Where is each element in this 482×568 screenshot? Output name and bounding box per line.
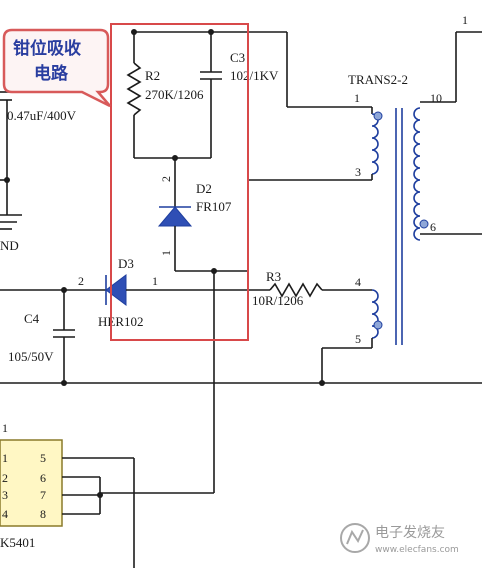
c3-value: 102/1KV (230, 68, 279, 83)
ic-pin-r7: 7 (40, 488, 46, 502)
transformer-pin5: 5 (355, 332, 361, 346)
capacitor-c4: C4 105/50V (8, 290, 75, 386)
c4-value: 105/50V (8, 349, 54, 364)
ground-label: ND (0, 238, 19, 253)
d2-ref: D2 (196, 181, 212, 196)
ic-k5401: 1 1 2 3 4 5 6 7 8 K5401 (0, 421, 135, 568)
ic-pin-l2: 2 (2, 471, 8, 485)
d2-pin-top: 2 (159, 176, 173, 182)
resistor-r2: R2 270K/1206 (126, 32, 211, 159)
top-right-pin: 1 (462, 13, 468, 27)
transformer-trans2-2: TRANS2-2 1 3 4 5 6 10 1 (348, 13, 482, 348)
transformer-pin3: 3 (355, 165, 361, 179)
callout-line1: 钳位吸收 (13, 38, 81, 59)
capacitor-c3: C3 102/1KV (200, 32, 279, 158)
transformer-pin4: 4 (355, 275, 361, 289)
watermark: 电子发烧友 www.elecfans.com (340, 523, 459, 555)
left-capacitor: 0.47uF/400V (0, 91, 77, 215)
ic-pin-l3: 3 (2, 488, 8, 502)
d3-pin-left: 2 (78, 274, 84, 288)
r3-value: 10R/1206 (252, 293, 304, 308)
drain-wire (100, 271, 215, 494)
ic-name: K5401 (0, 535, 35, 550)
callout-bubble: 钳位吸收 电路 (2, 28, 111, 108)
transformer-ref: TRANS2-2 (348, 72, 408, 87)
transformer-pin10: 10 (430, 91, 442, 105)
r2-ref: R2 (145, 68, 160, 83)
ic-pin-r5: 5 (40, 451, 46, 465)
ic-pin-l4: 4 (2, 507, 8, 521)
ground-rail (0, 347, 482, 386)
d3-value: HER102 (98, 314, 144, 329)
ic-pin-l1: 1 (2, 451, 8, 465)
ic-pin-top: 1 (2, 421, 8, 435)
transformer-pin6: 6 (430, 220, 436, 234)
d3-ref: D3 (118, 256, 134, 271)
watermark-sub: www.elecfans.com (375, 545, 459, 555)
resistor-r3: R3 10R/1206 (252, 269, 372, 308)
pin3-wire (211, 179, 372, 274)
clamp-highlight-box (110, 23, 249, 341)
watermark-text: 电子发烧友 (375, 525, 445, 541)
ic-pin-r6: 6 (40, 471, 46, 485)
r3-ref: R3 (266, 269, 281, 284)
transformer-pin1: 1 (354, 91, 360, 105)
callout-line2: 电路 (34, 63, 69, 84)
left-capacitor-value: 0.47uF/400V (7, 108, 77, 123)
c3-ref: C3 (230, 50, 245, 65)
c4-ref: C4 (24, 311, 40, 326)
d2-pin-bottom: 1 (159, 250, 173, 256)
d2-value: FR107 (196, 199, 232, 214)
diode-d2: 2 1 D2 FR107 (157, 158, 248, 272)
diode-d3: 2 1 D3 HER102 (0, 256, 270, 329)
ground-symbol: ND (0, 214, 22, 253)
ic-pin-r8: 8 (40, 507, 46, 521)
d3-pin-right: 1 (152, 274, 158, 288)
r2-value: 270K/1206 (145, 87, 204, 102)
